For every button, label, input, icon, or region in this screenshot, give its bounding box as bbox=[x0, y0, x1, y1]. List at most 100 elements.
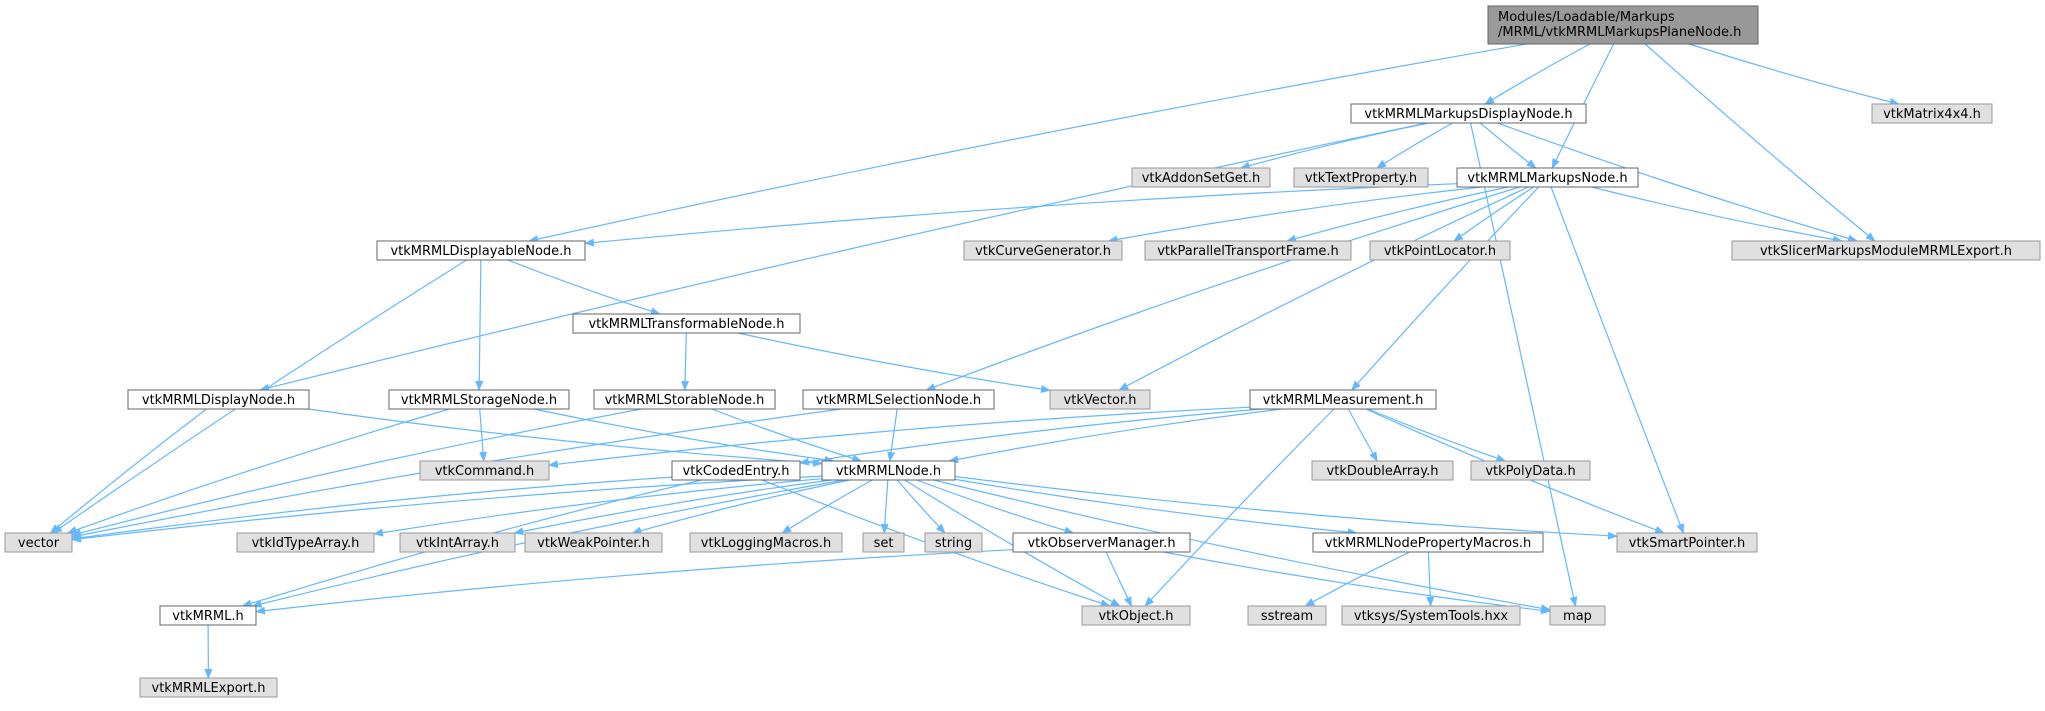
node-observermanager[interactable]: vtkObserverManager.h bbox=[1012, 532, 1191, 553]
edge-mrmlnode-to-weakpointer bbox=[631, 479, 850, 535]
node-root-label: /MRML/vtkMRMLMarkupsPlaneNode.h bbox=[1498, 25, 1741, 40]
node-codedentry-box bbox=[671, 460, 801, 481]
node-weakpointer-box bbox=[524, 532, 663, 553]
edge-displaynode-markups-to-map bbox=[1470, 122, 1578, 607]
node-textproperty-label: vtkTextProperty.h bbox=[1305, 171, 1417, 186]
node-slicerexport: vtkSlicerMarkupsModuleMRMLExport.h bbox=[1731, 240, 2041, 261]
node-storagenode[interactable]: vtkMRMLStorageNode.h bbox=[388, 389, 570, 410]
node-sstream-box bbox=[1247, 605, 1327, 626]
node-transformable-box bbox=[572, 313, 801, 334]
node-selectionnode[interactable]: vtkMRMLSelectionNode.h bbox=[802, 389, 995, 410]
node-markupsnode[interactable]: vtkMRMLMarkupsNode.h bbox=[1456, 167, 1639, 188]
edge-propertymacros-to-systemtools bbox=[1426, 551, 1435, 607]
node-curvegen-label: vtkCurveGenerator.h bbox=[975, 244, 1111, 259]
edge-markupsnode-to-smartpointer bbox=[1550, 186, 1684, 534]
node-map-label: map bbox=[1563, 609, 1592, 624]
node-set-label: set bbox=[874, 536, 894, 551]
node-storablenode-box bbox=[593, 389, 776, 410]
node-selectionnode-label: vtkMRMLSelectionNode.h bbox=[816, 393, 981, 408]
edge-mrmlnode-to-vector bbox=[71, 475, 823, 543]
edge-mrmlnode-to-smartpointer bbox=[954, 475, 1618, 540]
edges-layer bbox=[49, 43, 1900, 679]
edge-markupsnode-to-pointlocator bbox=[1453, 186, 1534, 242]
node-matrix4x4-box bbox=[1871, 103, 1993, 124]
node-vector-box bbox=[4, 532, 73, 553]
edge-displayable-to-storagenode bbox=[475, 259, 484, 391]
node-propertymacros-label: vtkMRMLNodePropertyMacros.h bbox=[1325, 536, 1531, 551]
node-transformable-label: vtkMRMLTransformableNode.h bbox=[588, 317, 784, 332]
edge-observermanager-to-vtkobject bbox=[1105, 551, 1133, 607]
edge-mrmlnode-to-vtkobject bbox=[904, 479, 1121, 607]
node-loggingmacros: vtkLoggingMacros.h bbox=[689, 532, 843, 553]
node-idtypearray: vtkIdTypeArray.h bbox=[236, 532, 375, 553]
node-textproperty: vtkTextProperty.h bbox=[1293, 167, 1429, 188]
node-mrmlnode[interactable]: vtkMRMLNode.h bbox=[821, 460, 956, 481]
node-observermanager-label: vtkObserverManager.h bbox=[1027, 536, 1175, 551]
node-intarray-box bbox=[399, 532, 516, 553]
node-vtkvector-label: vtkVector.h bbox=[1064, 393, 1137, 408]
node-vtkobject: vtkObject.h bbox=[1081, 605, 1191, 626]
node-mrmlnode-box bbox=[821, 460, 956, 481]
edge-markupsnode-to-curvegen bbox=[1107, 186, 1482, 244]
node-mrmlexport: vtkMRMLExport.h bbox=[139, 677, 278, 698]
node-measurement[interactable]: vtkMRMLMeasurement.h bbox=[1249, 389, 1437, 410]
node-intarray-label: vtkIntArray.h bbox=[416, 536, 499, 551]
node-polydata-label: vtkPolyData.h bbox=[1485, 464, 1575, 479]
node-doublearray: vtkDoubleArray.h bbox=[1311, 460, 1454, 481]
node-pointlocator-label: vtkPointLocator.h bbox=[1384, 244, 1496, 259]
edge-displaynode-markups-to-displaynode bbox=[259, 122, 1428, 392]
node-root[interactable]: Modules/Loadable/Markups/MRML/vtkMRMLMar… bbox=[1487, 5, 1759, 45]
node-curvegen-box bbox=[963, 240, 1123, 261]
node-vector-label: vector bbox=[18, 536, 60, 551]
node-set: set bbox=[862, 532, 905, 553]
edge-root-to-matrix4x4 bbox=[1689, 43, 1900, 106]
node-paralleltransport-box bbox=[1144, 240, 1352, 261]
node-paralleltransport: vtkParallelTransportFrame.h bbox=[1144, 240, 1352, 261]
edge-markupsnode-to-vtkvector bbox=[1118, 186, 1529, 391]
edge-storablenode-to-vector bbox=[71, 408, 642, 537]
node-transformable[interactable]: vtkMRMLTransformableNode.h bbox=[572, 313, 801, 334]
node-string-box bbox=[924, 532, 983, 553]
node-measurement-box bbox=[1249, 389, 1437, 410]
edge-displaynode-to-vector bbox=[49, 408, 207, 534]
edge-measurement-to-vtkcommand bbox=[548, 406, 1251, 469]
node-polydata-box bbox=[1470, 460, 1591, 481]
edge-displaynode-markups-to-slicerexport bbox=[1497, 122, 1858, 243]
node-pointlocator: vtkPointLocator.h bbox=[1369, 240, 1511, 261]
node-displaynode-markups[interactable]: vtkMRMLMarkupsDisplayNode.h bbox=[1350, 103, 1587, 124]
edge-storagenode-to-mrmlnode bbox=[533, 408, 835, 464]
edge-measurement-to-mrmlnode bbox=[948, 408, 1283, 464]
edge-observermanager-to-vtkmrml bbox=[255, 549, 1014, 615]
edge-measurement-to-doublearray bbox=[1347, 408, 1378, 462]
node-vtkmrml[interactable]: vtkMRML.h bbox=[159, 605, 257, 626]
edge-displaynode-markups-to-textproperty bbox=[1376, 122, 1453, 169]
edge-root-to-displaynode-markups bbox=[1484, 43, 1591, 105]
node-smartpointer-label: vtkSmartPointer.h bbox=[1629, 536, 1745, 551]
node-matrix4x4-label: vtkMatrix4x4.h bbox=[1883, 107, 1981, 122]
edge-storablenode-to-mrmlnode bbox=[711, 408, 863, 463]
edge-measurement-to-polydata bbox=[1367, 408, 1507, 462]
node-addonsetget-box bbox=[1131, 167, 1271, 188]
edge-displayable-to-transformable bbox=[507, 259, 661, 316]
edge-root-to-displayable bbox=[528, 43, 1527, 243]
node-matrix4x4: vtkMatrix4x4.h bbox=[1871, 103, 1993, 124]
node-codedentry[interactable]: vtkCodedEntry.h bbox=[671, 460, 801, 481]
edge-mrmlnode-to-intarray bbox=[513, 479, 832, 536]
node-vtkcommand-label: vtkCommand.h bbox=[435, 464, 535, 479]
node-displaynode-label: vtkMRMLDisplayNode.h bbox=[142, 393, 295, 408]
node-sstream-label: sstream bbox=[1261, 609, 1313, 624]
node-displaynode[interactable]: vtkMRMLDisplayNode.h bbox=[127, 389, 310, 410]
edge-mrmlnode-to-map bbox=[933, 479, 1551, 613]
node-propertymacros[interactable]: vtkMRMLNodePropertyMacros.h bbox=[1312, 532, 1544, 553]
edge-displaynode-markups-to-markupsnode bbox=[1479, 122, 1537, 169]
node-intarray: vtkIntArray.h bbox=[399, 532, 516, 553]
node-doublearray-label: vtkDoubleArray.h bbox=[1327, 464, 1439, 479]
node-string-label: string bbox=[935, 536, 972, 551]
node-storablenode[interactable]: vtkMRMLStorableNode.h bbox=[593, 389, 776, 410]
node-storagenode-box bbox=[388, 389, 570, 410]
node-mrmlnode-label: vtkMRMLNode.h bbox=[836, 464, 941, 479]
node-displayable[interactable]: vtkMRMLDisplayableNode.h bbox=[376, 240, 586, 261]
node-map: map bbox=[1549, 605, 1606, 626]
node-codedentry-label: vtkCodedEntry.h bbox=[683, 464, 790, 479]
